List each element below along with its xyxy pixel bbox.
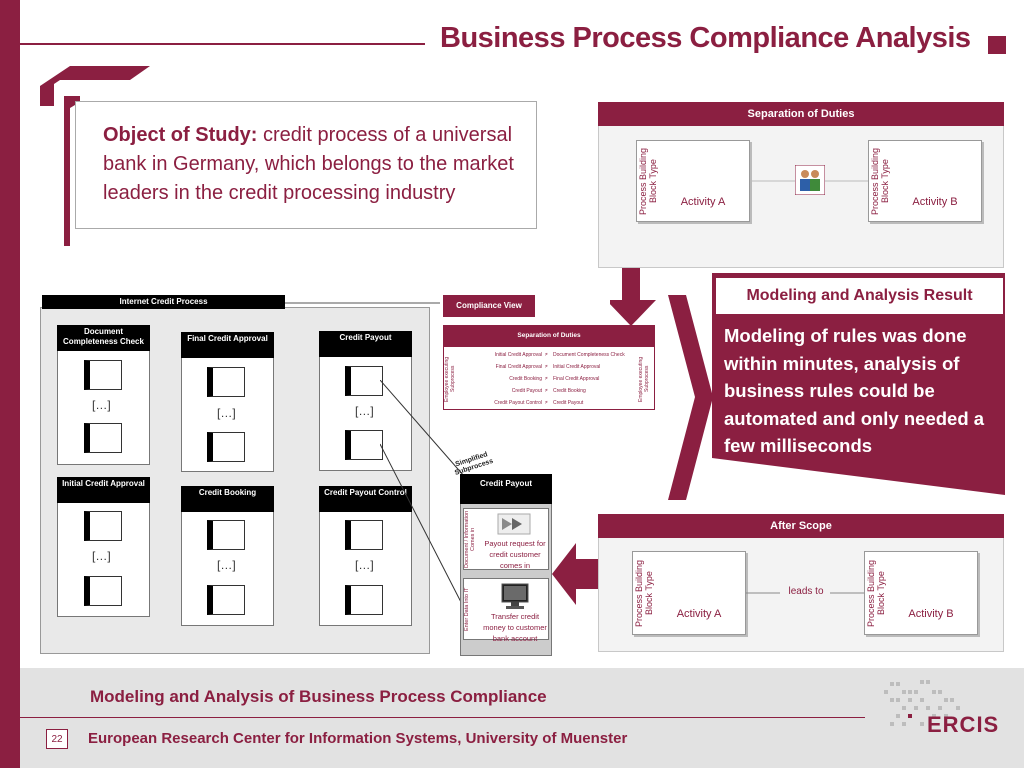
compliance-row-right: Initial Credit Approval bbox=[553, 364, 601, 370]
study-description: credit process of a universal bank in Ge… bbox=[103, 124, 514, 204]
process-step bbox=[207, 585, 245, 615]
compliance-side-left: Employee executing Subprocess bbox=[444, 356, 456, 402]
process-step bbox=[345, 430, 383, 460]
corner-decoration-icon bbox=[40, 66, 150, 106]
process-step bbox=[207, 367, 245, 397]
compliance-row-right: Final Credit Approval bbox=[553, 376, 600, 382]
compliance-row-right: Credit Payout bbox=[553, 400, 584, 406]
subprocess-step-1 bbox=[463, 508, 549, 570]
compliance-side-right: Employee executing Subprocess bbox=[638, 356, 650, 402]
subprocess-title: Credit Payout bbox=[460, 474, 552, 504]
after-activity-a-block bbox=[632, 551, 746, 635]
leads-to-label: leads to bbox=[788, 586, 824, 597]
after-activity-b-label: Activity B bbox=[908, 608, 954, 620]
subprocess-step-1-type: Document / Information Comes in bbox=[464, 510, 476, 568]
sod-activity-b-label: Activity B bbox=[912, 196, 958, 208]
sod-activity-a-type: Process Building Block Type bbox=[638, 147, 658, 215]
chevron-right-icon bbox=[668, 295, 713, 500]
ercis-logo: ERCIS bbox=[927, 712, 1000, 737]
subprocess-link-lines bbox=[380, 380, 465, 609]
slide-title: Business Process Compliance Analysis bbox=[440, 22, 971, 54]
process-step bbox=[84, 576, 122, 606]
compliance-row-op: ≠ bbox=[545, 352, 548, 358]
subprocess-step-2-text: Transfer credit money to customer bank a… bbox=[483, 612, 547, 643]
study-box bbox=[75, 101, 537, 229]
compliance-row-op: ≠ bbox=[545, 376, 548, 382]
arrow-down-icon bbox=[610, 268, 656, 326]
subprocess-step-1-text: Payout request for credit customer comes… bbox=[484, 539, 546, 570]
ellipsis: […] bbox=[355, 558, 374, 572]
process-step bbox=[345, 520, 383, 550]
compliance-row-op: ≠ bbox=[545, 400, 548, 406]
arrow-left-icon bbox=[552, 543, 598, 605]
process-title: Internet Credit Process bbox=[42, 295, 285, 309]
footer-title: Modeling and Analysis of Business Proces… bbox=[90, 687, 547, 706]
ellipsis: […] bbox=[355, 404, 374, 418]
lane-label: Credit Payout bbox=[319, 331, 412, 357]
compliance-row-left: Credit Payout bbox=[511, 388, 542, 394]
compliance-row-op: ≠ bbox=[545, 364, 548, 370]
ellipsis: […] bbox=[217, 558, 236, 572]
compliance-row-right: Document Completeness Check bbox=[553, 352, 625, 358]
study-label: Object of Study: bbox=[103, 124, 258, 146]
process-step bbox=[84, 511, 122, 541]
compliance-row-left: Credit Payout Control bbox=[494, 400, 542, 406]
after-activity-a-label: Activity A bbox=[676, 608, 722, 620]
europe-map-icon bbox=[884, 680, 960, 726]
lane-label: Initial Credit Approval bbox=[57, 477, 150, 503]
process-step bbox=[84, 423, 122, 453]
footer-background bbox=[20, 668, 1024, 768]
sod-activity-b-type: Process Building Block Type bbox=[870, 147, 890, 215]
compliance-row-left: Credit Booking bbox=[509, 376, 542, 382]
result-panel bbox=[712, 273, 1005, 495]
study-text: Object of Study: credit process of a uni… bbox=[103, 121, 533, 208]
lane-label: Document Completeness Check bbox=[57, 325, 150, 351]
after-activity-a-type: Process Building Block Type bbox=[634, 559, 654, 627]
process-step bbox=[345, 585, 383, 615]
process-step bbox=[84, 360, 122, 390]
lane-label: Credit Payout Control bbox=[319, 486, 412, 512]
leads-to-connector bbox=[746, 592, 864, 594]
process-step bbox=[207, 432, 245, 462]
people-icon bbox=[795, 165, 825, 195]
compliance-row-left: Final Credit Approval bbox=[495, 364, 542, 370]
computer-icon bbox=[501, 583, 529, 609]
result-text: Modeling of rules was done within minute… bbox=[724, 325, 985, 456]
compliance-table-title: Separation of Duties bbox=[443, 325, 655, 347]
title-square-icon bbox=[988, 36, 1006, 54]
footer-rule bbox=[20, 717, 865, 718]
after-activity-b-block bbox=[864, 551, 978, 635]
compliance-row-left: Initial Credit Approval bbox=[494, 352, 542, 358]
ellipsis: […] bbox=[92, 549, 111, 563]
compliance-row-op: ≠ bbox=[545, 388, 548, 394]
footer-subtitle: European Research Center for Information… bbox=[88, 730, 628, 747]
result-title: Modeling and Analysis Result bbox=[716, 278, 1003, 314]
sod-activity-a-label: Activity A bbox=[680, 196, 726, 208]
ellipsis: […] bbox=[92, 398, 111, 412]
process-link-line bbox=[285, 302, 440, 304]
after-activity-b-type: Process Building Block Type bbox=[866, 559, 886, 627]
sod-activity-a-block bbox=[636, 140, 750, 222]
ellipsis: […] bbox=[217, 406, 236, 420]
left-accent-bar bbox=[0, 0, 20, 768]
document-arrow-icon bbox=[497, 513, 531, 535]
lane-label: Credit Booking bbox=[181, 486, 274, 512]
compliance-row-right: Credit Booking bbox=[553, 388, 586, 394]
page-number: 22 bbox=[46, 729, 68, 749]
compliance-view-label: Compliance View bbox=[443, 295, 535, 317]
sod-activity-b-block bbox=[868, 140, 982, 222]
process-step bbox=[345, 366, 383, 396]
lane-label: Final Credit Approval bbox=[181, 332, 274, 358]
corner-bracket-icon bbox=[64, 96, 80, 246]
process-step bbox=[207, 520, 245, 550]
title-rule bbox=[20, 43, 425, 45]
after-scope-title: After Scope bbox=[598, 514, 1004, 538]
sod-title: Separation of Duties bbox=[598, 102, 1004, 126]
